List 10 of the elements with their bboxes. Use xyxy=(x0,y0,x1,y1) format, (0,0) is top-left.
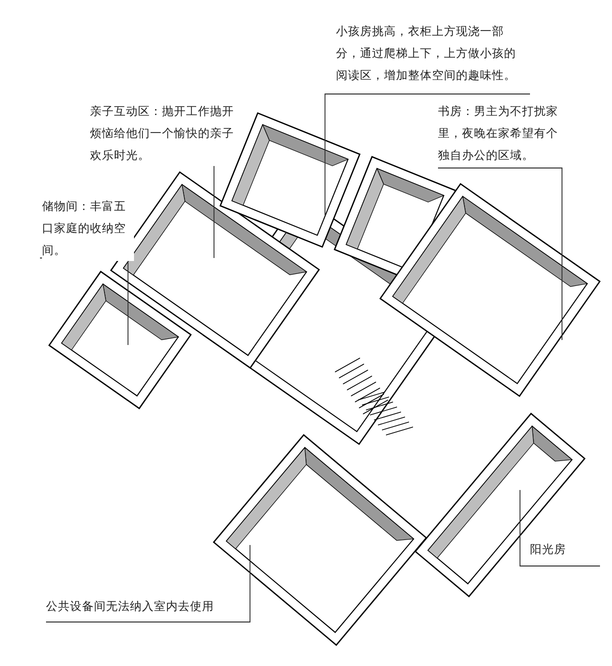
annotation-text: 阳光房 xyxy=(530,542,566,556)
annotation-text: 储物间：丰富五口家庭的收纳空间。 xyxy=(42,199,126,257)
leader-line xyxy=(520,490,600,566)
annotation-text: 公共设备间无法纳入室内去使用 xyxy=(46,599,214,613)
leader-line xyxy=(324,94,530,216)
annotation-text: 书房：男主为不打扰家里，夜晚在家希望有个独自办公的区域。 xyxy=(438,104,558,162)
leader-line xyxy=(46,544,250,622)
annotation-text: 小孩房挑高，衣柜上方现浇一部分，通过爬梯上下，上方做小孩的阅读区，增加整体空间的趣味性。 xyxy=(336,24,516,82)
leader-line xyxy=(438,168,562,340)
annotation-text: 亲子互动区：抛开工作抛开烦恼给他们一个愉快的亲子欢乐时光。 xyxy=(90,104,234,162)
